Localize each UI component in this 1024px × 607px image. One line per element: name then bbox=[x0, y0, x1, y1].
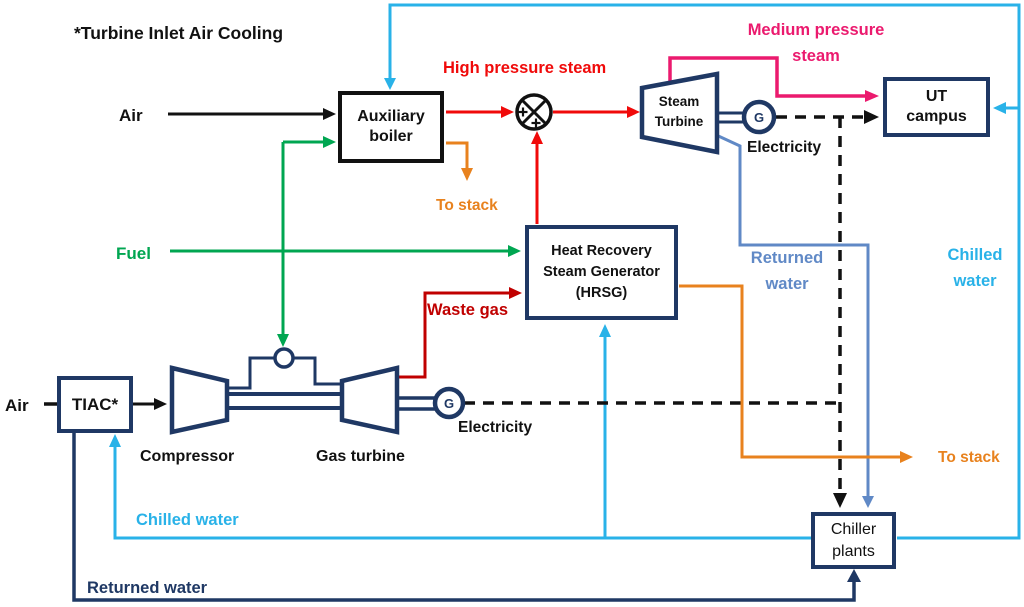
air-to-boiler-line bbox=[168, 108, 336, 120]
gas-turbine-shaft bbox=[227, 392, 342, 410]
compressor-label: Compressor bbox=[140, 448, 235, 465]
steam-turbine-label: Steam Turbine bbox=[654, 94, 704, 130]
gas-turbine-generator-symbol: G bbox=[432, 386, 466, 420]
steam-into-mixer-arrowhead bbox=[501, 106, 514, 118]
steam-turbine-symbol bbox=[639, 71, 720, 155]
electricity-steam-turbine-label: Electricity bbox=[747, 139, 822, 156]
electricity-steam-turbine-dashed-line bbox=[776, 110, 879, 124]
returned-water-bottom-label: Returned water bbox=[87, 579, 208, 597]
returned-water-into-chiller-arrowhead bbox=[847, 569, 861, 582]
diagram-title: *Turbine Inlet Air Cooling bbox=[74, 23, 284, 43]
steam-boiler-to-mixer-line bbox=[446, 106, 514, 118]
to-stack-boiler-label: To stack bbox=[436, 197, 498, 214]
hrsg-to-stack-line bbox=[679, 284, 913, 463]
chilled-water-main-loop-line bbox=[384, 3, 1021, 540]
gas-turbine-symbol bbox=[339, 365, 400, 435]
fuel-label: Fuel bbox=[116, 244, 151, 263]
returned-water-steam-turbine-line bbox=[713, 132, 874, 508]
fuel-into-combustor-arrowhead bbox=[277, 334, 289, 347]
compressor-symbol bbox=[169, 365, 230, 435]
steam-hrsg-into-mixer-arrowhead bbox=[531, 131, 543, 144]
boiler-to-stack-line bbox=[446, 141, 473, 181]
medium-steam-into-ut-campus-arrowhead bbox=[865, 90, 879, 102]
to-stack-hrsg-label: To stack bbox=[938, 449, 1000, 466]
chilled-water-into-hrsg-arrowhead bbox=[599, 324, 611, 337]
combustor-piping bbox=[227, 356, 342, 390]
chiller-plants-box: Chiller plants bbox=[811, 512, 896, 569]
chilled-water-into-ut-campus-line bbox=[993, 102, 1019, 114]
tiac-box: TIAC* bbox=[57, 376, 133, 433]
chilled-water-into-tiac-arrowhead bbox=[109, 434, 121, 447]
electricity-gas-turbine-label: Electricity bbox=[458, 419, 533, 436]
electricity-into-chiller-arrowhead bbox=[833, 493, 847, 508]
air-into-compressor-arrowhead bbox=[154, 398, 167, 410]
steam-into-turbine-arrowhead bbox=[627, 106, 640, 118]
gas-turbine-generator-shaft bbox=[397, 396, 436, 411]
auxiliary-boiler-box: Auxiliary boiler bbox=[338, 91, 444, 163]
electricity-into-ut-campus-arrowhead bbox=[864, 110, 879, 124]
gas-turbine-generator-letter: G bbox=[444, 396, 454, 411]
ut-campus-box: UT campus bbox=[883, 77, 990, 137]
waste-gas-line bbox=[398, 287, 522, 379]
chilled-water-right-label: Chilled water bbox=[947, 246, 1003, 291]
medium-pressure-steam-label: Medium pressure steam bbox=[747, 21, 885, 66]
chilled-water-left-label: Chilled water bbox=[136, 511, 239, 529]
hrsg-box: Heat Recovery Steam Generator (HRSG) bbox=[525, 225, 678, 320]
fuel-to-hrsg-line bbox=[170, 245, 521, 257]
chilled-water-bottom-line bbox=[109, 434, 811, 540]
steam-mixer-plus-marks bbox=[518, 107, 541, 128]
medium-pressure-steam-line bbox=[668, 56, 879, 102]
electricity-branch-to-chiller-dashed-line bbox=[833, 117, 847, 508]
waste-gas-label: Waste gas bbox=[427, 301, 509, 319]
tiac-to-compressor-line bbox=[133, 398, 167, 410]
air-into-boiler-arrowhead bbox=[323, 108, 336, 120]
chilled-water-into-boiler-arrowhead bbox=[384, 78, 396, 90]
boiler-to-stack-arrowhead bbox=[461, 168, 473, 181]
steam-hrsg-to-mixer-line bbox=[531, 131, 543, 224]
returned-water-steam-label: Returned water bbox=[750, 249, 824, 294]
fuel-to-boiler-line bbox=[283, 136, 336, 148]
combustor-symbol bbox=[273, 347, 295, 369]
returned-water-bottom-line bbox=[72, 433, 861, 602]
steam-turbine-generator-letter: G bbox=[754, 110, 764, 125]
chilled-water-into-hrsg-line bbox=[599, 324, 611, 538]
fuel-into-boiler-arrowhead bbox=[323, 136, 336, 148]
high-pressure-steam-label: High pressure steam bbox=[443, 59, 607, 77]
air-top-label: Air bbox=[119, 106, 143, 125]
air-bottom-label: Air bbox=[5, 396, 29, 415]
returned-water-steam-into-chiller-arrowhead bbox=[862, 496, 874, 508]
chilled-water-into-ut-campus-arrowhead bbox=[993, 102, 1006, 114]
gas-turbine-label: Gas turbine bbox=[316, 448, 405, 465]
fuel-to-combustor-line bbox=[277, 142, 289, 347]
hrsg-to-stack-arrowhead bbox=[900, 451, 913, 463]
steam-turbine-generator-shaft bbox=[717, 111, 746, 124]
steam-mixer-to-turbine-line bbox=[553, 106, 640, 118]
steam-mixer-symbol bbox=[515, 93, 553, 131]
fuel-into-hrsg-arrowhead bbox=[508, 245, 521, 257]
waste-gas-into-hrsg-arrowhead bbox=[509, 287, 522, 299]
steam-turbine-generator-symbol: G bbox=[741, 99, 777, 135]
